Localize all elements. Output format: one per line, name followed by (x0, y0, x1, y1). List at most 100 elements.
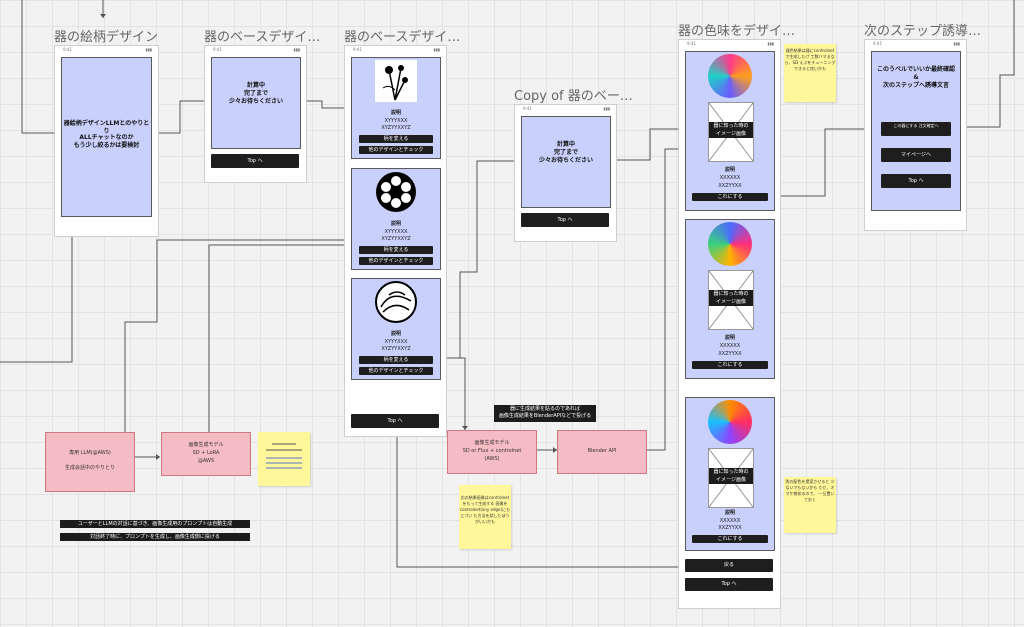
change-pattern-button[interactable]: 柄を変える (359, 135, 433, 143)
image-gen-controlnet-box[interactable]: 画像生成モデル SD or Flux + controlnet (AWS) (447, 430, 537, 474)
confirm-order-button[interactable]: この器にする 注文確定へ (881, 122, 951, 136)
ikebana-pattern-image (375, 60, 417, 102)
plate-image-placeholder: 器に知った時の イメージ画像 (708, 270, 754, 330)
gen2-title: 画像生成モデル (474, 440, 510, 446)
result-card[interactable]: 説明 XYYYXXX XYZYYXXYZ 柄を変える 他のデザインとチェック (351, 168, 441, 270)
sticky-note-alt-colors[interactable]: 別の配色を提案させると 少ないでもないかも ただ、オマケ感あるので、 一旦置いて… (784, 477, 836, 533)
blender-note: 器に生成結果を貼るのであれば 画像生成結果をBlenderAPIなどで投げる (494, 405, 596, 422)
llm-service-box[interactable]: 専用 LLM(@AWS) 生成会話中のやりとり (45, 432, 135, 492)
frame-next-step[interactable]: 9:41▮▮▮ このうべルでいいか最終確認 & 次のステップへ誘導文言 この器に… (864, 39, 967, 231)
sticky-note-any-edge[interactable]: 右の結果画像はcontrolnetをもって生成する 画像をcontrolnet(… (459, 485, 511, 549)
blender-note-line2: 画像生成結果をBlenderAPIなどで投げる (498, 413, 592, 419)
prompt-note-line1: ユーザーとLLMの対話に基づき、画像生成用のプロンプトは自動生成 (60, 520, 250, 528)
choose-this-button[interactable]: これにする (692, 361, 768, 369)
wave-pattern-image (375, 281, 417, 323)
color-result-card[interactable]: 器に知った時の イメージ画像 説明 XXXXXX XXZYYXX これにする (685, 219, 775, 379)
back-button[interactable]: 戻る (685, 559, 773, 572)
loading-line1: 計算中 (246, 82, 265, 89)
loading-line3: 少々お待ちください (538, 157, 593, 164)
frame-copy-base-design[interactable]: 9:41▮▮▮ 計算中 完了まで 少々お待ちください Top へ (514, 104, 617, 242)
image-label-line2: イメージ画像 (709, 298, 753, 306)
blender-note-line1: 器に生成結果を貼るのであれば (510, 406, 580, 412)
desc-line2: XYZYYXXYZ (381, 346, 411, 352)
top-button[interactable]: Top へ (211, 154, 299, 168)
gen1-title: 画像生成モデル (188, 442, 224, 448)
frame1-line3: もう少し絞るかは要検討 (73, 142, 140, 149)
check-other-design-button[interactable]: 他のデザインとチェック (359, 367, 433, 375)
gen2-line2: SD or Flux + controlnet (462, 448, 522, 454)
top-button[interactable]: Top へ (351, 414, 439, 428)
color-result-card[interactable]: 器に知った時の イメージ画像 説明 XXXXXX XXZYYXX これにする (685, 397, 775, 551)
sticky-note-lines[interactable] (258, 432, 310, 486)
desc-line2: XYZYYXXYZ (381, 236, 411, 242)
confirm-line2: & (913, 74, 919, 81)
image-gen-model-box[interactable]: 画像生成モデル SD + LoRA @AWS (161, 432, 251, 476)
frame1-line1: 器絵柄デザインLLMとのやりとり (63, 120, 150, 135)
frame-status-bar: 9:41▮▮▮ (353, 47, 440, 52)
frame-title-next-step: 次のステップ誘導… (864, 24, 982, 39)
frame-base-design-loading[interactable]: 9:41▮▮▮ 計算中 完了まで 少々お待ちください Top へ (204, 45, 307, 183)
loading-line3: 少々お待ちください (228, 98, 283, 105)
confirm-line3: 次のステップへ誘導文言 (882, 82, 949, 89)
image-label-line1: 器に知った時の (709, 122, 753, 130)
frame-status-bar: 9:41▮▮▮ (63, 47, 152, 52)
check-other-design-button[interactable]: 他のデザインとチェック (359, 146, 433, 154)
image-label-line1: 器に知った時の (709, 468, 753, 476)
desc-line1: XXXXXX (719, 175, 741, 181)
desc-line1: XYYYXXX (384, 339, 408, 345)
desc-line1: XYYYXXX (384, 229, 408, 235)
result-card[interactable]: 説明 XYYYXXX XYZYYXXYZ 柄を変える 他のデザインとチェック (351, 57, 441, 159)
desc-label: 説明 (390, 331, 401, 337)
blender-api-box[interactable]: Blender API (557, 430, 647, 474)
image-label-line2: イメージ画像 (709, 476, 753, 484)
frame-title-color-design: 器の色味をデザイ… (678, 24, 796, 39)
frame-title-base-design-2: 器のベースデザイ… (344, 30, 461, 45)
frame-base-design-results[interactable]: 9:41▮▮▮ 説明 XYYYXXX XYZYYXXYZ 柄を変える 他のデザイ… (344, 45, 447, 437)
sticky-note-controlnet[interactable]: 器色結果は器にcontrolnetで生成したげ 工数ハマるなら、SD えぶをチュ… (784, 44, 836, 102)
desc-label: 説明 (390, 221, 401, 227)
color-result-card[interactable]: 器に知った時の イメージ画像 説明 XXXXXX XXZYYXX これにする (685, 51, 775, 211)
choose-this-button[interactable]: これにする (692, 535, 768, 543)
desc-line2: XXZYYXX (718, 183, 742, 189)
mypage-button[interactable]: マイページへ (881, 148, 951, 162)
frame-color-design[interactable]: 9:41▮▮▮ 器に知った時の イメージ画像 説明 XXXXXX XXZYYXX… (678, 39, 781, 609)
gen1-line2: SD + LoRA (192, 450, 220, 456)
result-card[interactable]: 説明 XYYYXXX XYZYYXXYZ 柄を変える 他のデザインとチェック (351, 278, 441, 380)
top-button[interactable]: Top へ (521, 213, 609, 227)
plate-image-placeholder: 器に知った時の イメージ画像 (708, 448, 754, 508)
choose-this-button[interactable]: これにする (692, 193, 768, 201)
desc-label: 説明 (724, 167, 735, 173)
frame-pattern-design[interactable]: 9:41▮▮▮ 器絵柄デザインLLMとのやりとり ALLチャットなのか もう少し… (54, 45, 159, 237)
image-label-line2: イメージ画像 (709, 130, 753, 138)
check-other-design-button[interactable]: 他のデザインとチェック (359, 257, 433, 265)
frame-title-copy-base-design: Copy of 器のベー… (514, 89, 633, 104)
frame-title-pattern-design: 器の絵柄デザイン (54, 30, 159, 45)
plate-image-placeholder: 器に知った時の イメージ画像 (708, 102, 754, 162)
loading-line2: 完了まで (553, 149, 578, 156)
desc-line2: XYZYYXXYZ (381, 125, 411, 131)
desc-line2: XXZYYXX (718, 351, 742, 357)
gen2-line3: (AWS) (484, 456, 500, 462)
confirm-line1: このうべルでいいか最終確認 (876, 66, 955, 73)
desc-line2: XXZYYXX (718, 525, 742, 531)
desc-label: 説明 (724, 510, 735, 516)
llm-title: 専用 LLM(@AWS) (69, 450, 111, 456)
confirm-panel: このうべルでいいか最終確認 & 次のステップへ誘導文言 この器にする 注文確定へ… (871, 51, 961, 211)
change-pattern-button[interactable]: 柄を変える (359, 246, 433, 254)
llm-subtitle: 生成会話中のやりとり (64, 465, 115, 471)
frame1-line2: ALLチャットなのか (79, 134, 134, 141)
top-button[interactable]: Top へ (881, 174, 951, 188)
desc-line1: XYYYXXX (384, 118, 408, 124)
frame-title-base-design-1: 器のベースデザイ… (204, 30, 321, 45)
top-button[interactable]: Top へ (685, 578, 773, 591)
blender-title: Blender API (587, 448, 617, 454)
loading-line2: 完了まで (243, 90, 268, 97)
desc-line1: XXXXXX (719, 343, 741, 349)
image-label-line1: 器に知った時の (709, 290, 753, 298)
prompt-note-line2: 対話終了時に、プロンプトを生成し、画像生成側に投げる (60, 533, 250, 541)
change-pattern-button[interactable]: 柄を変える (359, 356, 433, 364)
frame-status-bar: 9:41▮▮▮ (873, 41, 960, 46)
gen1-line3: @AWS (197, 458, 215, 464)
desc-label: 説明 (724, 335, 735, 341)
